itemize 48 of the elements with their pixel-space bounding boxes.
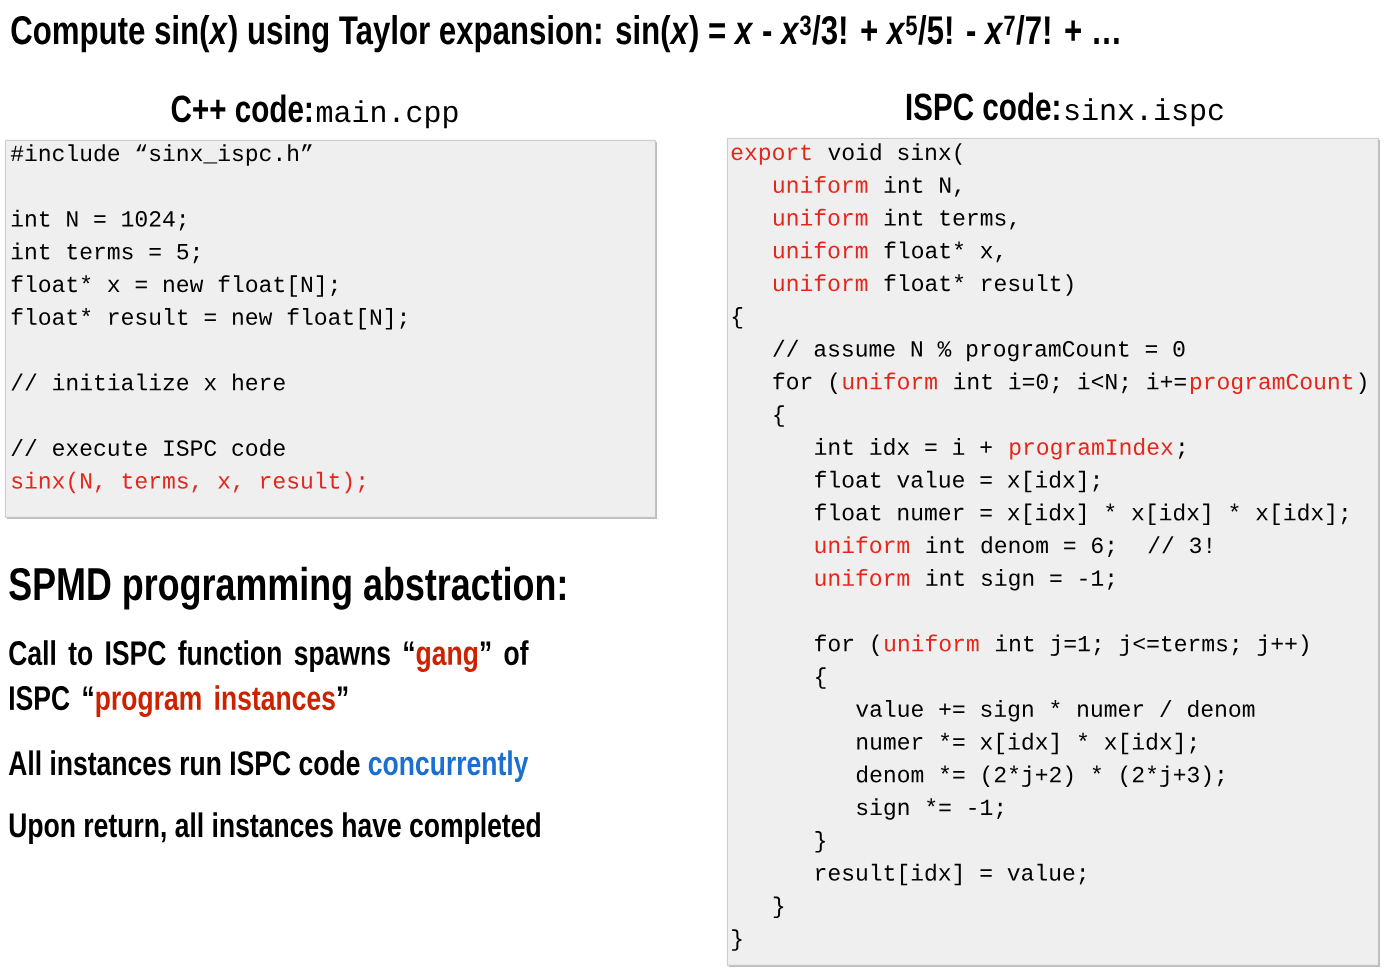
- code-line: for ( uniform int i=0; i<N; i+= programCount ): [773, 372, 1366, 394]
- code-line: sinx(N, terms, x, result);: [12, 471, 365, 494]
- code-line: sign *= -1;: [857, 798, 1003, 820]
- label: gang: [416, 646, 478, 673]
- node-label: programCount: [1190, 373, 1353, 395]
- bullet-text: All instances run ISPC code concurrently: [8, 750, 529, 783]
- code-line: float* x = new float[N];: [11, 275, 337, 297]
- code-line: uniform float* x,: [774, 241, 1002, 263]
- code-line: // initialize x here: [11, 373, 285, 391]
- code-line: {: [732, 307, 743, 329]
- code-line: }: [773, 896, 784, 918]
- code-line: uniform int denom = 6; // 3!: [815, 536, 1211, 558]
- code-line: export void sinx(: [731, 143, 962, 165]
- code-line: uniform int terms,: [774, 208, 1016, 230]
- code-line: int idx = i + programIndex ;: [815, 438, 1184, 460]
- code-line: uniform int N,: [774, 176, 960, 197]
- code-line: }: [815, 831, 825, 853]
- code-line: float value = x[idx];: [815, 470, 1099, 493]
- code-line: uniform float* result): [774, 274, 1073, 296]
- code-line: int N = 1024;: [11, 209, 185, 231]
- node-label: int i=0; i<N; i+=: [954, 372, 1186, 394]
- code-line: uniform int sign = -1;: [815, 569, 1114, 591]
- code-line: #include “sinx_ispc.h”: [10, 144, 312, 166]
- label: ” of: [480, 640, 529, 666]
- code-line: result[idx] = value;: [816, 863, 1085, 886]
- code-line: value += sign * numer / denom: [856, 700, 1255, 722]
- code-line: {: [774, 405, 784, 427]
- label: ”: [337, 686, 348, 697]
- code-line: {: [816, 667, 826, 689]
- label: Call to ISPC function spawns “: [9, 640, 414, 672]
- bullet-text: Upon return, all instances have completed: [9, 812, 540, 845]
- code-line: // execute ISPC code: [11, 439, 285, 457]
- code-line: int terms = 5;: [11, 242, 199, 264]
- code-line: denom *= (2*j+2) * (2*j+3);: [856, 765, 1223, 787]
- section-heading: SPMD programming abstraction:: [9, 566, 565, 610]
- code-line: float* result = new float[N];: [11, 308, 406, 330]
- code-line: }: [732, 929, 742, 951]
- bullet-text: Call to ISPC function spawns “gang” of ISPC “program instances”: [9, 640, 529, 718]
- label: ISPC “: [9, 686, 93, 711]
- code-line: float numer = x[idx] * x[idx] * x[idx];: [815, 503, 1347, 525]
- node-label: uniform: [843, 372, 937, 390]
- code-line: // assume N % programCount = 0: [773, 339, 1185, 362]
- code-line: numer *= x[idx] * x[idx];: [857, 732, 1196, 755]
- node-label: ): [1359, 372, 1366, 395]
- code-line: for ( uniform int j=1; j<=terms; j++): [815, 634, 1308, 656]
- label: program instances: [96, 685, 335, 718]
- node-label: for (: [773, 372, 838, 395]
- title: Compute sin(x) using Taylor expansion: sin(x) = x - x$^{3}$/3! + x$^{5}$/5! - x$^{7}$/7! + …: [11, 15, 1119, 53]
